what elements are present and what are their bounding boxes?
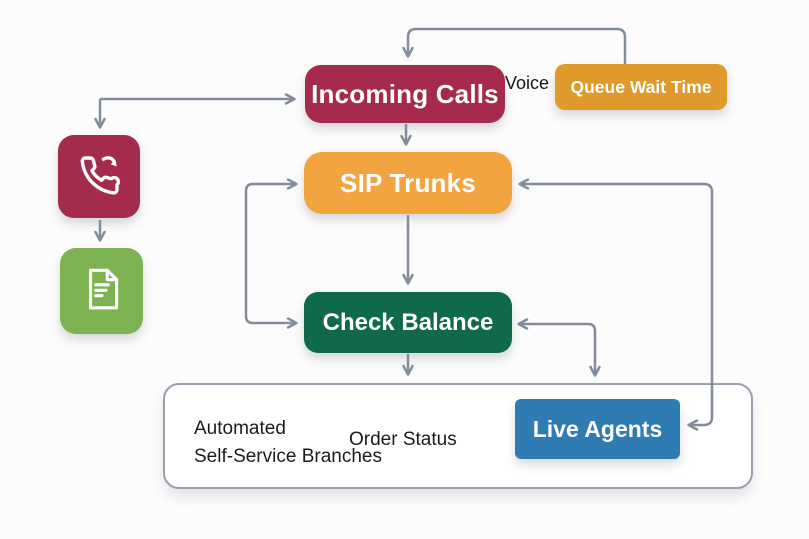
container-label-line1: Automated (194, 418, 286, 439)
incoming-calls-node: Incoming Calls (305, 65, 505, 123)
connector-queue-wait-loop-to-incoming (402, 27, 627, 64)
document-tile (60, 248, 143, 334)
order-status-label: Order Status (349, 429, 457, 450)
container-label: Automated Self-Service Branches (194, 415, 382, 471)
document-icon (77, 264, 127, 319)
check-balance-node: Check Balance (304, 292, 512, 353)
live-agents-node: Live Agents (515, 399, 680, 459)
container-label-line2: Self-Service Branches (194, 446, 382, 467)
connector-left-bracket-sip-check (244, 178, 298, 329)
phone-tile (58, 135, 140, 218)
incoming-call-icon (75, 150, 123, 203)
queue-wait-time-node: Queue Wait Time (555, 64, 727, 110)
sip-trunks-node: SIP Trunks (304, 152, 512, 214)
connector-check-to-live-agents-area (517, 318, 601, 377)
voice-label: Voice (505, 73, 550, 93)
